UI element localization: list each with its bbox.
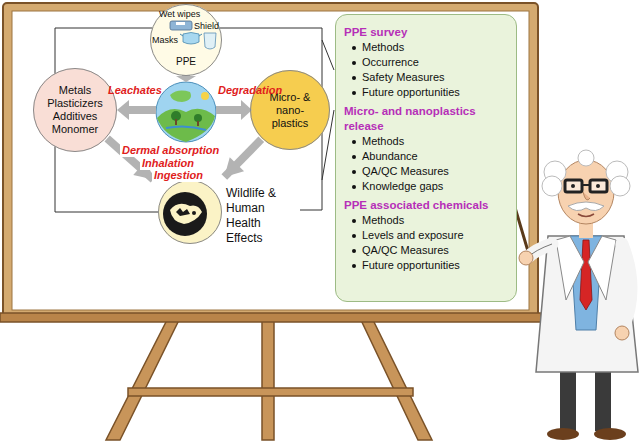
professor xyxy=(519,150,638,440)
item-text: Micro- and nanoplastics release xyxy=(344,105,476,132)
health-circle: Wildlife & Human Health Effects xyxy=(158,180,222,244)
item-text: Abundance xyxy=(362,150,418,162)
ppe-item: Masks xyxy=(152,35,178,46)
circle-label: Wildlife & Human Health Effects xyxy=(226,186,292,246)
item-text: Methods xyxy=(362,135,404,147)
section-heading: PPE survey xyxy=(344,25,508,40)
circle-outline xyxy=(251,71,330,150)
bullet xyxy=(352,264,356,268)
ppe-circle: Wet wipesShieldMasksPPE xyxy=(150,4,222,76)
health-fill xyxy=(158,180,222,244)
circle-outline xyxy=(151,5,222,76)
item-text: PPE associated chemicals xyxy=(344,199,488,211)
leachate-fill xyxy=(33,68,117,152)
exposure-arrow xyxy=(224,139,261,177)
wipes-icon xyxy=(170,21,192,30)
section-heading: Micro- and nanoplastics release xyxy=(344,104,508,134)
easel xyxy=(106,318,432,440)
bullet xyxy=(352,170,356,174)
list-item: QA/QC Measures xyxy=(344,164,508,179)
ppe-fill xyxy=(150,4,222,76)
list-item: QA/QC Measures xyxy=(344,243,508,258)
bullet xyxy=(352,76,356,80)
bullet xyxy=(352,140,356,144)
bullet xyxy=(352,219,356,223)
item-text: QA/QC Measures xyxy=(362,244,449,256)
list-item: Methods xyxy=(344,40,508,55)
list-item: Abundance xyxy=(344,149,508,164)
plastics-fill xyxy=(250,70,330,150)
pathway-label: Leachates xyxy=(106,84,164,97)
list-item: Safety Measures xyxy=(344,70,508,85)
circle-outline xyxy=(158,180,222,244)
shield-icon xyxy=(204,33,216,49)
bullet xyxy=(352,91,356,95)
item-text: Methods xyxy=(362,41,404,53)
pathway-label: Dermal absorption xyxy=(120,144,221,157)
list-item: Levels and exposure xyxy=(344,228,508,243)
item-text: Levels and exposure xyxy=(362,229,464,241)
list-item: Future opportunities xyxy=(344,258,508,273)
list-item: Knowledge gaps xyxy=(344,179,508,194)
bullet xyxy=(352,46,356,50)
item-text: QA/QC Measures xyxy=(362,165,449,177)
ppe-item: Wet wipes xyxy=(159,9,200,20)
world-icon xyxy=(163,192,207,236)
list-item: Methods xyxy=(344,213,508,228)
list-item: Future opportunities xyxy=(344,85,508,100)
bullet xyxy=(352,185,356,189)
item-text: Safety Measures xyxy=(362,71,445,83)
list-item: Methods xyxy=(344,134,508,149)
ppe-item: Shield xyxy=(194,21,219,32)
item-text: Future opportunities xyxy=(362,259,460,271)
leachate-circle: Metals Plasticizers Additives Monomer xyxy=(33,68,117,152)
flow-arrow xyxy=(117,75,252,120)
list-item: Occurrence xyxy=(344,55,508,70)
item-text: Future opportunities xyxy=(362,86,460,98)
item-text: Methods xyxy=(362,214,404,226)
circle-outline xyxy=(159,181,222,244)
bullet xyxy=(352,234,356,238)
bullet xyxy=(352,155,356,159)
pathway-label: Degradation xyxy=(216,84,284,97)
summary-box: PPE surveyMethodsOccurrenceSafety Measur… xyxy=(335,14,517,302)
board xyxy=(0,3,541,322)
pathway-label: Ingestion xyxy=(152,169,205,182)
ppe-item: PPE xyxy=(176,56,196,67)
section-heading: PPE associated chemicals xyxy=(344,198,508,213)
plastics-circle: Micro- & nano- plastics xyxy=(250,70,330,150)
bullet xyxy=(352,249,356,253)
item-text: Occurrence xyxy=(362,56,419,68)
bullet xyxy=(352,61,356,65)
mask-icon xyxy=(180,33,202,45)
item-text: Knowledge gaps xyxy=(362,180,443,192)
environment-globe xyxy=(156,82,216,142)
circle-outline xyxy=(34,69,117,152)
item-text: PPE survey xyxy=(344,26,407,38)
circle-label: Micro- & nano- plastics xyxy=(260,91,320,130)
circle-label: Metals Plasticizers Additives Monomer xyxy=(37,84,113,136)
